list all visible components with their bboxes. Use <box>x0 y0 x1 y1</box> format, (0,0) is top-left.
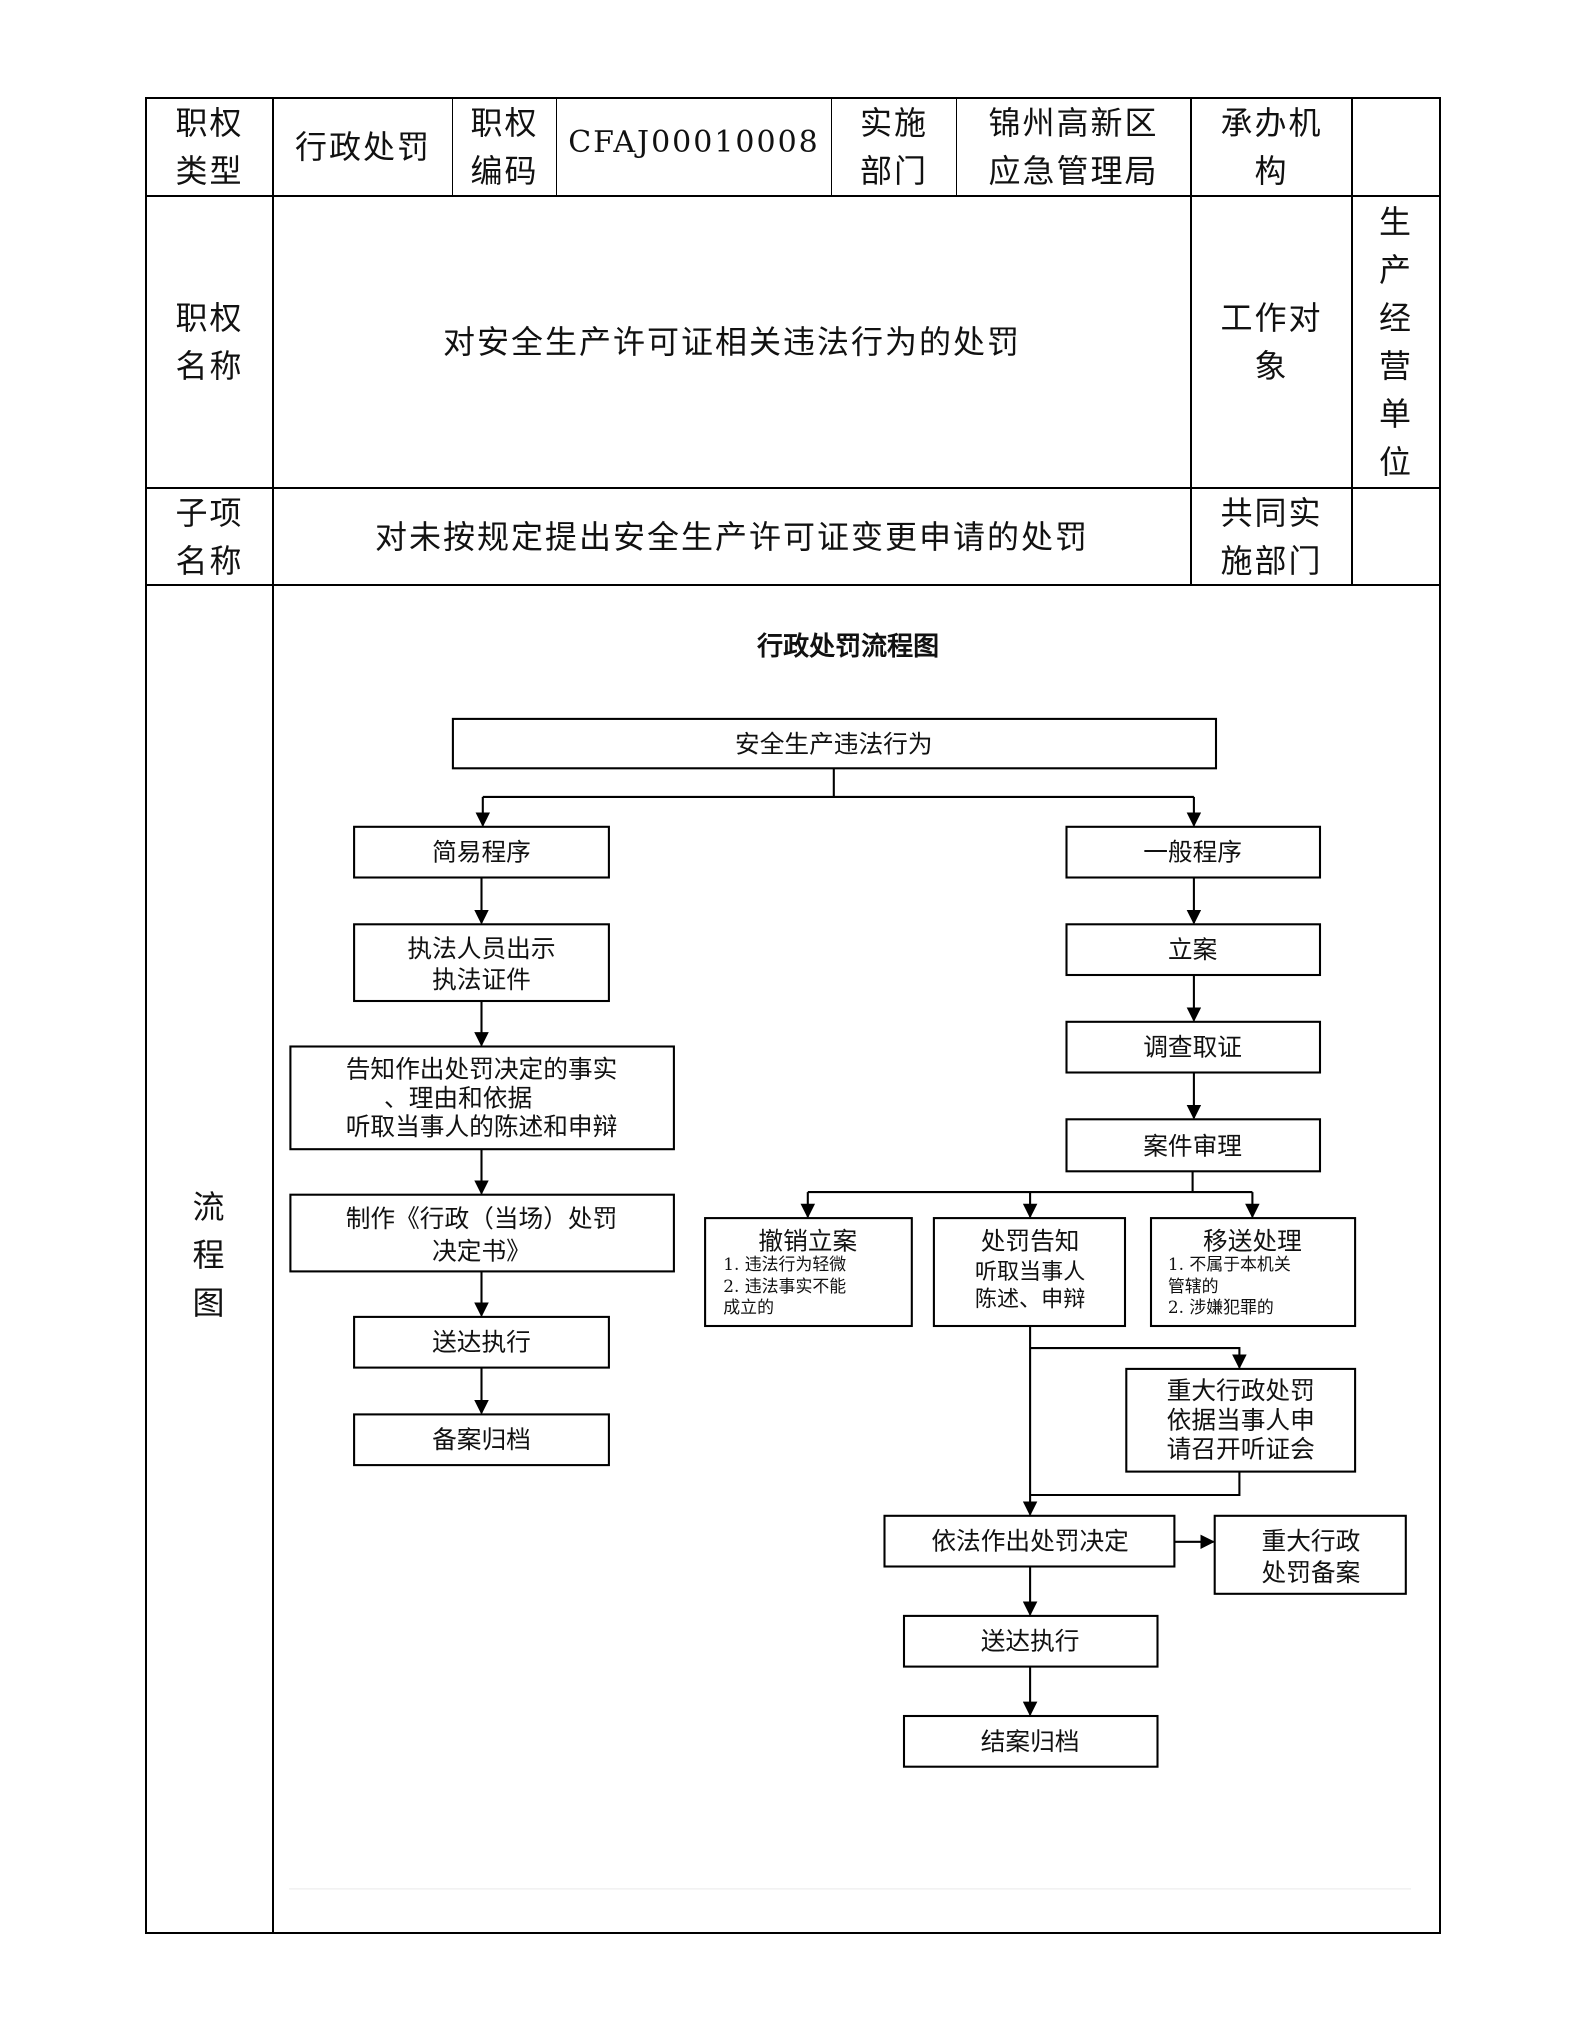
filing-line: 重大行政 <box>1262 1527 1361 1556</box>
transfer-line: 管辖的 <box>1168 1276 1219 1296</box>
box-filing <box>1213 1514 1407 1595</box>
simple-step2-line: 、理由和依据 <box>384 1083 532 1112</box>
revoke-line: 2. 违法事实不能 <box>723 1276 846 1296</box>
table-row-line <box>145 487 1441 489</box>
flow-label-char: 程 <box>192 1236 227 1274</box>
agency-label-line: 承办机 <box>1220 104 1323 142</box>
simple-step5-label: 备案归档 <box>432 1425 531 1454</box>
name-label-line: 名称 <box>175 347 244 385</box>
notify-title: 处罚告知 <box>981 1226 1080 1255</box>
target-char: 营 <box>1378 347 1413 385</box>
type-value: 行政处罚 <box>294 128 431 166</box>
name-label-line: 职权 <box>175 299 244 337</box>
target-char: 产 <box>1378 251 1413 289</box>
sub-label: 子项名称 <box>147 489 272 584</box>
table-col-line <box>1190 97 1192 586</box>
start-label: 安全生产违法行为 <box>735 730 933 759</box>
connectors <box>474 768 1260 1717</box>
table-border-top <box>145 97 1441 99</box>
joint-label-line: 施部门 <box>1220 541 1323 580</box>
target-char: 位 <box>1378 443 1413 481</box>
simple-step3-line: 决定书》 <box>432 1237 531 1266</box>
general-step2-label: 调查取证 <box>1143 1033 1242 1062</box>
table-col-line <box>556 97 557 196</box>
table-border-left <box>145 97 147 1934</box>
decision-label: 依法作出处罚决定 <box>931 1527 1129 1556</box>
sub-value: 对未按规定提出安全生产许可证变更申请的处罚 <box>374 517 1089 556</box>
name-value: 对安全生产许可证相关违法行为的处罚 <box>442 323 1021 361</box>
simple-step4-label: 送达执行 <box>432 1328 531 1357</box>
dept-value-line: 应急管理局 <box>988 152 1159 190</box>
dept-label-line: 实施 <box>859 104 928 142</box>
close-label: 结案归档 <box>981 1727 1080 1756</box>
target-label-line: 象 <box>1254 347 1289 385</box>
simple-step1-line: 执法证件 <box>432 965 531 994</box>
dept-value-line: 锦州高新区 <box>988 104 1159 142</box>
hearing-line: 请召开听证会 <box>1167 1434 1315 1463</box>
transfer-title: 移送处理 <box>1203 1226 1302 1255</box>
code-label: 职权编码 <box>453 99 556 195</box>
general-step1-label: 立案 <box>1168 935 1217 964</box>
revoke-line: 成立的 <box>723 1297 774 1317</box>
table-col-line <box>831 97 832 196</box>
simple-head-label: 简易程序 <box>432 838 531 867</box>
hearing-line: 重大行政处罚 <box>1167 1376 1315 1405</box>
type-label-line: 类型 <box>175 152 244 190</box>
simple-step2-line: 听取当事人的陈述和申辩 <box>346 1112 618 1141</box>
target-char: 单 <box>1378 395 1413 433</box>
flow-label-char: 图 <box>192 1284 227 1322</box>
joint-label: 共同实施部门 <box>1192 489 1351 584</box>
notify-line: 陈述、申辩 <box>975 1287 1085 1313</box>
code-label-line: 编码 <box>470 152 539 190</box>
table-col-line <box>1351 97 1353 586</box>
table-col-line <box>956 97 957 196</box>
dept-label: 实施部门 <box>832 99 956 195</box>
general-step3-label: 案件审理 <box>1143 1131 1242 1160</box>
flowchart-title: 行政处罚流程图 <box>756 631 939 662</box>
table-row-line <box>145 584 1441 586</box>
general-head-label: 一般程序 <box>1143 838 1242 867</box>
hearing-line: 依据当事人申 <box>1167 1406 1315 1435</box>
sub-label-line: 名称 <box>175 541 244 580</box>
type-label-line: 职权 <box>175 104 244 142</box>
table-col-line <box>272 97 274 1934</box>
transfer-line: 2. 涉嫌犯罪的 <box>1168 1297 1274 1317</box>
transfer-line: 1. 不属于本机关 <box>1168 1254 1291 1274</box>
flow-label-char: 流 <box>192 1188 227 1226</box>
target-char: 生 <box>1378 203 1413 241</box>
joint-label-line: 共同实 <box>1220 493 1323 532</box>
target-char: 经 <box>1378 299 1413 337</box>
agency-label: 承办机构 <box>1192 99 1351 195</box>
agency-label-line: 构 <box>1254 152 1289 190</box>
notify-line: 听取当事人 <box>975 1259 1085 1285</box>
target-label: 工作对象 <box>1192 197 1351 487</box>
table-col-line <box>452 97 453 196</box>
name-label: 职权名称 <box>147 197 272 487</box>
code-value: CFAJ00010008 <box>568 125 820 160</box>
simple-step3-line: 制作《行政（当场）处罚 <box>346 1204 618 1233</box>
revoke-line: 1. 违法行为轻微 <box>723 1254 846 1274</box>
table-row-line <box>145 195 1441 197</box>
table-border-right <box>1439 97 1441 1934</box>
table-border-bottom <box>145 1932 1441 1934</box>
dept-label-line: 部门 <box>859 152 928 190</box>
sub-label-line: 子项 <box>175 493 244 532</box>
simple-step2-line: 告知作出处罚决定的事实 <box>346 1055 618 1084</box>
filing-line: 处罚备案 <box>1262 1558 1361 1587</box>
flow-label: 流 程 图 <box>147 1180 272 1330</box>
simple-step1-line: 执法人员出示 <box>407 934 555 963</box>
target-label-line: 工作对 <box>1220 299 1323 337</box>
dept-value: 锦州高新区应急管理局 <box>957 99 1190 195</box>
code-label-line: 职权 <box>470 104 539 142</box>
deliver-label: 送达执行 <box>981 1627 1080 1656</box>
revoke-title: 撤销立案 <box>758 1226 857 1255</box>
target-value: 生 产 经 营 单 位 <box>1353 197 1439 487</box>
type-label: 职权类型 <box>147 99 272 195</box>
